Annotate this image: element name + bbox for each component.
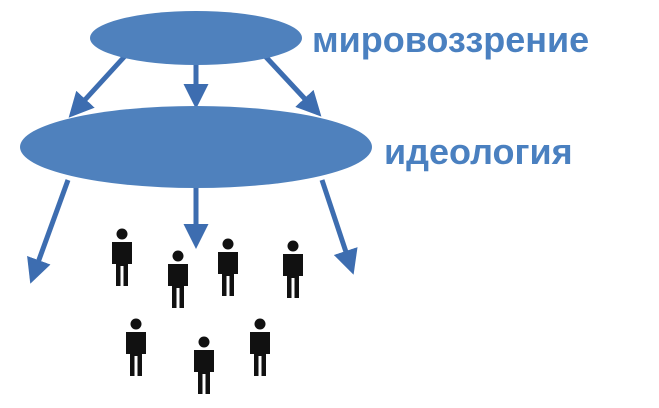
person-icon [283, 240, 303, 298]
person-icon [194, 336, 214, 394]
arrow-mid-left [27, 179, 71, 284]
arrow-top-right [263, 54, 322, 117]
person-icon [218, 238, 238, 296]
arrow-top-left [68, 54, 127, 118]
arrow-mid-right [319, 179, 358, 275]
ideology-ellipse [20, 106, 372, 188]
person-icon [168, 250, 188, 308]
worldview-label: мировоззрение [312, 19, 590, 60]
person-icon [126, 318, 146, 376]
worldview-ellipse [90, 11, 302, 65]
person-icon [250, 318, 270, 376]
ideology-label: идеология [384, 131, 573, 172]
person-icon [112, 228, 132, 286]
